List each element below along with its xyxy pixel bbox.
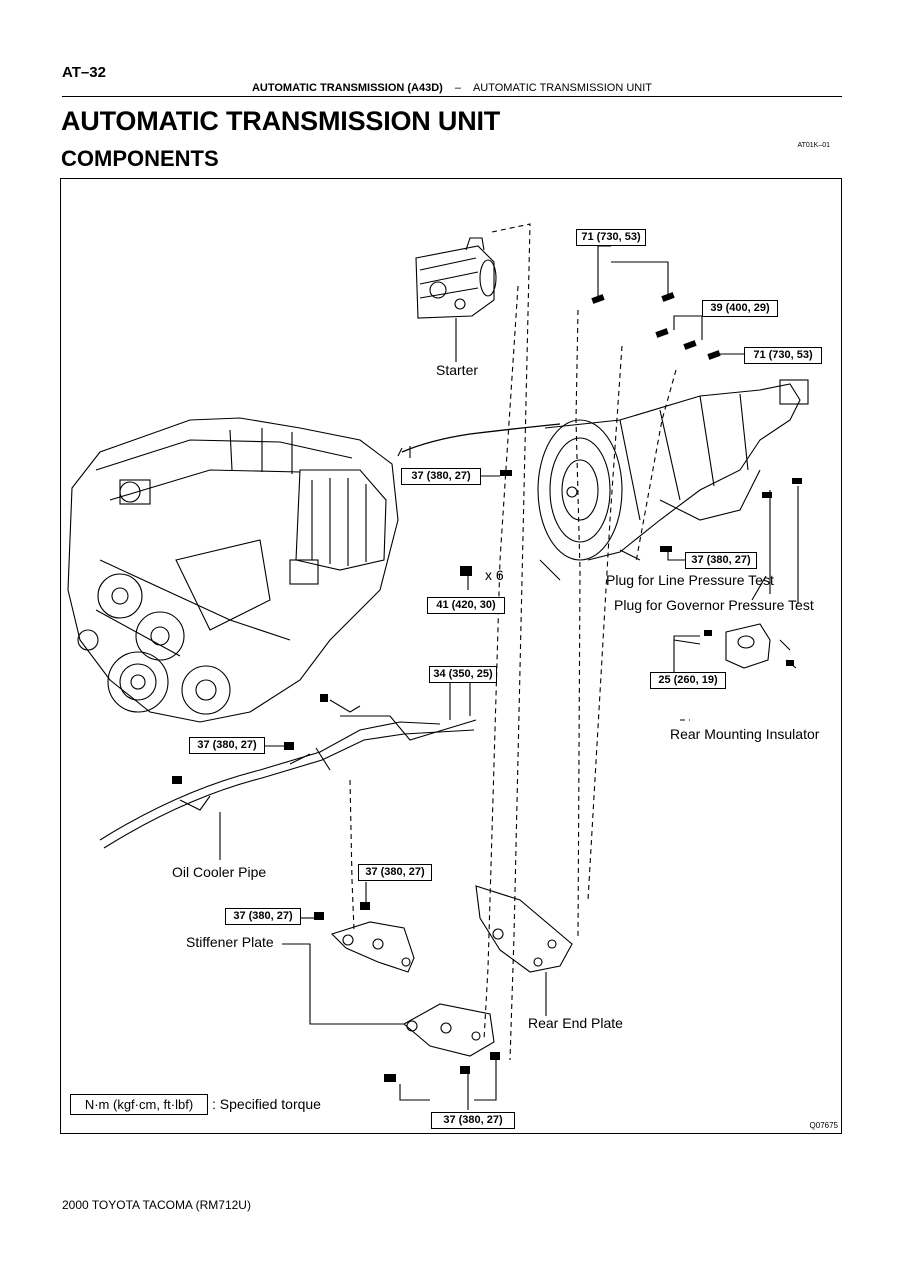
- torque-25: 25 (260, 19): [650, 672, 726, 689]
- label-stiffener-plate: Stiffener Plate: [186, 934, 274, 950]
- engine-illustration: [67, 417, 399, 723]
- label-starter: Starter: [436, 362, 479, 378]
- page-number: AT–32: [62, 64, 106, 81]
- header-rule: [62, 96, 842, 97]
- label-plug-governor-pressure: Plug for Governor Pressure Test: [614, 597, 814, 613]
- stiffener-plate-illustration: [330, 921, 415, 973]
- torque-37-stiffener-top: 37 (380, 27): [358, 864, 432, 881]
- torque-37-bottom: 37 (380, 27): [431, 1112, 515, 1129]
- oil-cooler-pipe-illustration: [99, 699, 477, 849]
- doc-code: AT01K–01: [797, 142, 830, 149]
- page-footer: 2000 TOYOTA TACOMA (RM712U): [62, 1198, 251, 1212]
- alignment-lines: [349, 223, 690, 1061]
- running-header: AUTOMATIC TRANSMISSION (A43D)–AUTOMATIC …: [62, 82, 842, 94]
- torque-34: 34 (350, 25): [429, 666, 497, 683]
- page-title: AUTOMATIC TRANSMISSION UNIT: [61, 106, 501, 136]
- label-x6: x 6: [485, 567, 504, 583]
- torque-37-stiffener-left: 37 (380, 27): [225, 908, 301, 925]
- starter-illustration: [415, 237, 497, 362]
- legend-unit-box: N·m (kgf·cm, ft·lbf): [70, 1094, 208, 1115]
- label-oil-cooler-pipe: Oil Cooler Pipe: [172, 864, 267, 880]
- section-title: COMPONENTS: [61, 146, 219, 171]
- rear-end-plate-illustration: [475, 885, 573, 973]
- torque-37-starter: 37 (380, 27): [401, 468, 481, 485]
- torque-41: 41 (420, 30): [427, 597, 505, 614]
- header-separator: –: [454, 82, 461, 94]
- rear-mount-illustration: [725, 623, 797, 669]
- header-section: AUTOMATIC TRANSMISSION (A43D): [251, 82, 443, 94]
- torque-71-upper: 71 (730, 53): [576, 229, 646, 246]
- leader-lines: [219, 245, 799, 1110]
- label-plug-line-pressure: Plug for Line Pressure Test: [606, 572, 774, 588]
- torque-71-right: 71 (730, 53): [744, 347, 822, 364]
- lower-bracket-illustration: [403, 1003, 495, 1057]
- label-rear-end-plate: Rear End Plate: [528, 1015, 623, 1031]
- torque-37-line-plug: 37 (380, 27): [685, 552, 757, 569]
- torque-39: 39 (400, 29): [702, 300, 778, 317]
- diagram-frame: [60, 178, 842, 1134]
- figure-code: Q07675: [809, 1121, 838, 1130]
- legend-text: : Specified torque: [212, 1096, 321, 1112]
- header-subsection: AUTOMATIC TRANSMISSION UNIT: [472, 82, 653, 94]
- label-rear-mounting-insulator: Rear Mounting Insulator: [670, 726, 820, 742]
- torque-37-oil-cooler: 37 (380, 27): [189, 737, 265, 754]
- transmission-illustration: [537, 379, 809, 581]
- bolts: [172, 292, 802, 1082]
